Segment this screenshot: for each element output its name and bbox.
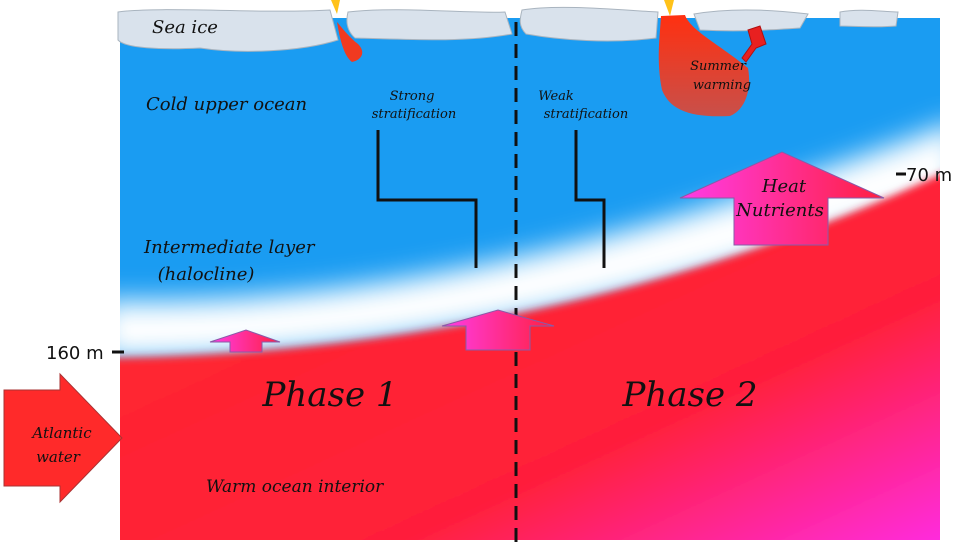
upward-arrow-icon (741, 25, 767, 63)
weak-stratification-label-1: Weak (538, 89, 574, 104)
ice-floe (346, 9, 513, 41)
ice-floe (117, 9, 339, 52)
phase-1-label: Phase 1 (261, 375, 397, 415)
atlantic-water-label-1: Atlantic (30, 424, 92, 442)
summer-warming-plume (658, 15, 750, 117)
atlantic-water-label-2: water (36, 448, 81, 466)
melt-plume (337, 22, 363, 62)
nutrients-label: Nutrients (735, 200, 824, 221)
depth-label-70: 70 m (906, 165, 952, 186)
ice-floe (693, 9, 809, 32)
strong-stratification-profile (376, 130, 478, 268)
ice-floe (839, 9, 899, 28)
warm-layer (120, 174, 940, 540)
strong-stratification-label-2: stratification (372, 107, 457, 122)
heat-nutrients-arrow (679, 151, 885, 246)
halocline-band (120, 127, 940, 360)
sea-ice-label: Sea ice (152, 17, 218, 38)
warm-ocean-interior-label: Warm ocean interior (206, 477, 384, 497)
ice-floe (519, 6, 659, 42)
halocline-label: (halocline) (158, 264, 255, 285)
sun-ray-icon (664, 0, 674, 16)
ocean (120, 18, 940, 540)
weak-stratification-profile (574, 130, 606, 268)
sea-ice (117, 6, 899, 52)
cold-upper-ocean-label: Cold upper ocean (146, 94, 307, 115)
weak-stratification-label-2: stratification (544, 107, 629, 122)
depth-label-160: 160 m (46, 343, 104, 364)
summer-warming-label-1: Summer (690, 59, 747, 74)
intermediate-layer-label: Intermediate layer (143, 237, 316, 258)
sun-ray-icon (331, 0, 340, 14)
summer-warming-label-2: warming (693, 78, 751, 93)
strong-stratification-label-1: Strong (390, 89, 435, 104)
phase-2-label: Phase 2 (621, 375, 757, 415)
heat-label: Heat (761, 176, 807, 197)
small-upward-arrow (209, 329, 281, 353)
medium-upward-arrow (441, 309, 555, 351)
atlantic-water-arrow (3, 372, 123, 504)
